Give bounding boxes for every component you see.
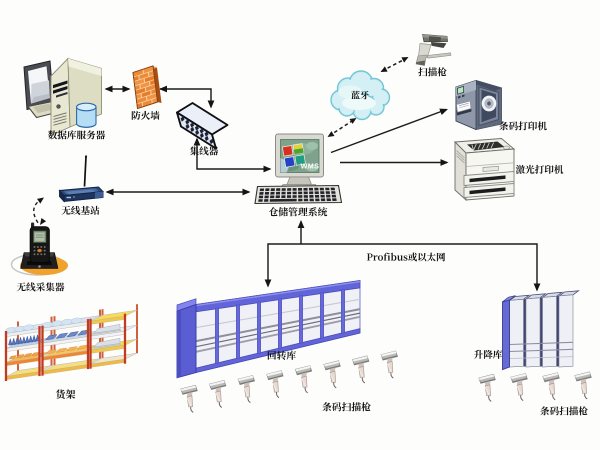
scanner-gun-icon xyxy=(294,365,318,395)
edge-fieldbus-trunk xyxy=(264,220,541,292)
label-right-scanner-row: 条码扫描枪 xyxy=(540,406,588,416)
label-barcode-printer: 条码打印机 xyxy=(499,121,547,131)
label-laser-printer: 激光打印机 xyxy=(515,164,564,174)
edges xyxy=(33,57,541,292)
wms-screen-text: WMS xyxy=(301,162,320,171)
edge-basestation-collector xyxy=(33,197,47,225)
edge-cloud-scanner xyxy=(380,57,409,72)
label-firewall: 防火墙 xyxy=(131,110,160,120)
wms-workstation-icon: WMS xyxy=(254,133,343,205)
label-fieldbus: Profibus或以太网 xyxy=(366,252,445,262)
scanner-gun-icon xyxy=(208,379,232,410)
scanner-gun-icon xyxy=(380,350,403,381)
wireless-collector-icon xyxy=(10,222,68,276)
edge-firewall-hub xyxy=(159,85,215,109)
barcode-printer-icon xyxy=(455,79,502,131)
scanner-gun-icon xyxy=(323,360,346,390)
firewall-icon xyxy=(132,65,162,110)
scanner-gun-icon xyxy=(478,373,501,404)
label-handheld-scanner: 扫描枪 xyxy=(418,67,447,77)
edge-basestation-wms xyxy=(105,188,251,196)
edge-wms-cloud xyxy=(327,118,357,137)
scanner-gun-icon xyxy=(351,355,375,386)
carousel-warehouse-icon xyxy=(176,280,361,379)
label-lift-warehouse: 升降库 xyxy=(473,349,503,359)
laser-printer-icon xyxy=(453,138,516,202)
right-scanner-row xyxy=(478,371,597,404)
scanner-gun-icon xyxy=(237,374,260,405)
scanner-gun-icon xyxy=(180,384,203,415)
label-database-server: 数据库服务器 xyxy=(47,130,106,140)
label-wireless-collector: 无线采集器 xyxy=(16,282,65,292)
label-bluetooth: 蓝牙 xyxy=(351,90,369,100)
bluetooth-cloud-icon xyxy=(330,70,391,121)
label-wireless-base-station: 无线基站 xyxy=(61,205,100,215)
database-server-icon xyxy=(23,57,102,137)
label-hub: 集线器 xyxy=(189,146,219,156)
edge-wms-barcodeprinter xyxy=(330,108,448,154)
shelf-rack-icon xyxy=(4,304,138,381)
edge-server-firewall xyxy=(104,85,131,93)
label-shelf-rack: 货架 xyxy=(55,389,76,399)
hub-icon xyxy=(176,102,229,150)
lift-warehouse-icon xyxy=(502,290,580,371)
scanner-gun-icon xyxy=(266,370,289,400)
label-wms-workstation: 仓储管理系统 xyxy=(268,207,328,217)
scanner-gun-icon xyxy=(510,372,533,403)
wireless-base-station-icon xyxy=(58,155,104,203)
handheld-scanner-icon xyxy=(415,34,452,66)
scanner-gun-icon xyxy=(542,372,565,402)
label-carousel-warehouse: 回转库 xyxy=(267,350,297,360)
label-center-scanner-row: 条码扫描枪 xyxy=(322,402,371,412)
edge-wms-laserprinter xyxy=(340,159,449,166)
scanner-gun-icon xyxy=(574,371,597,402)
